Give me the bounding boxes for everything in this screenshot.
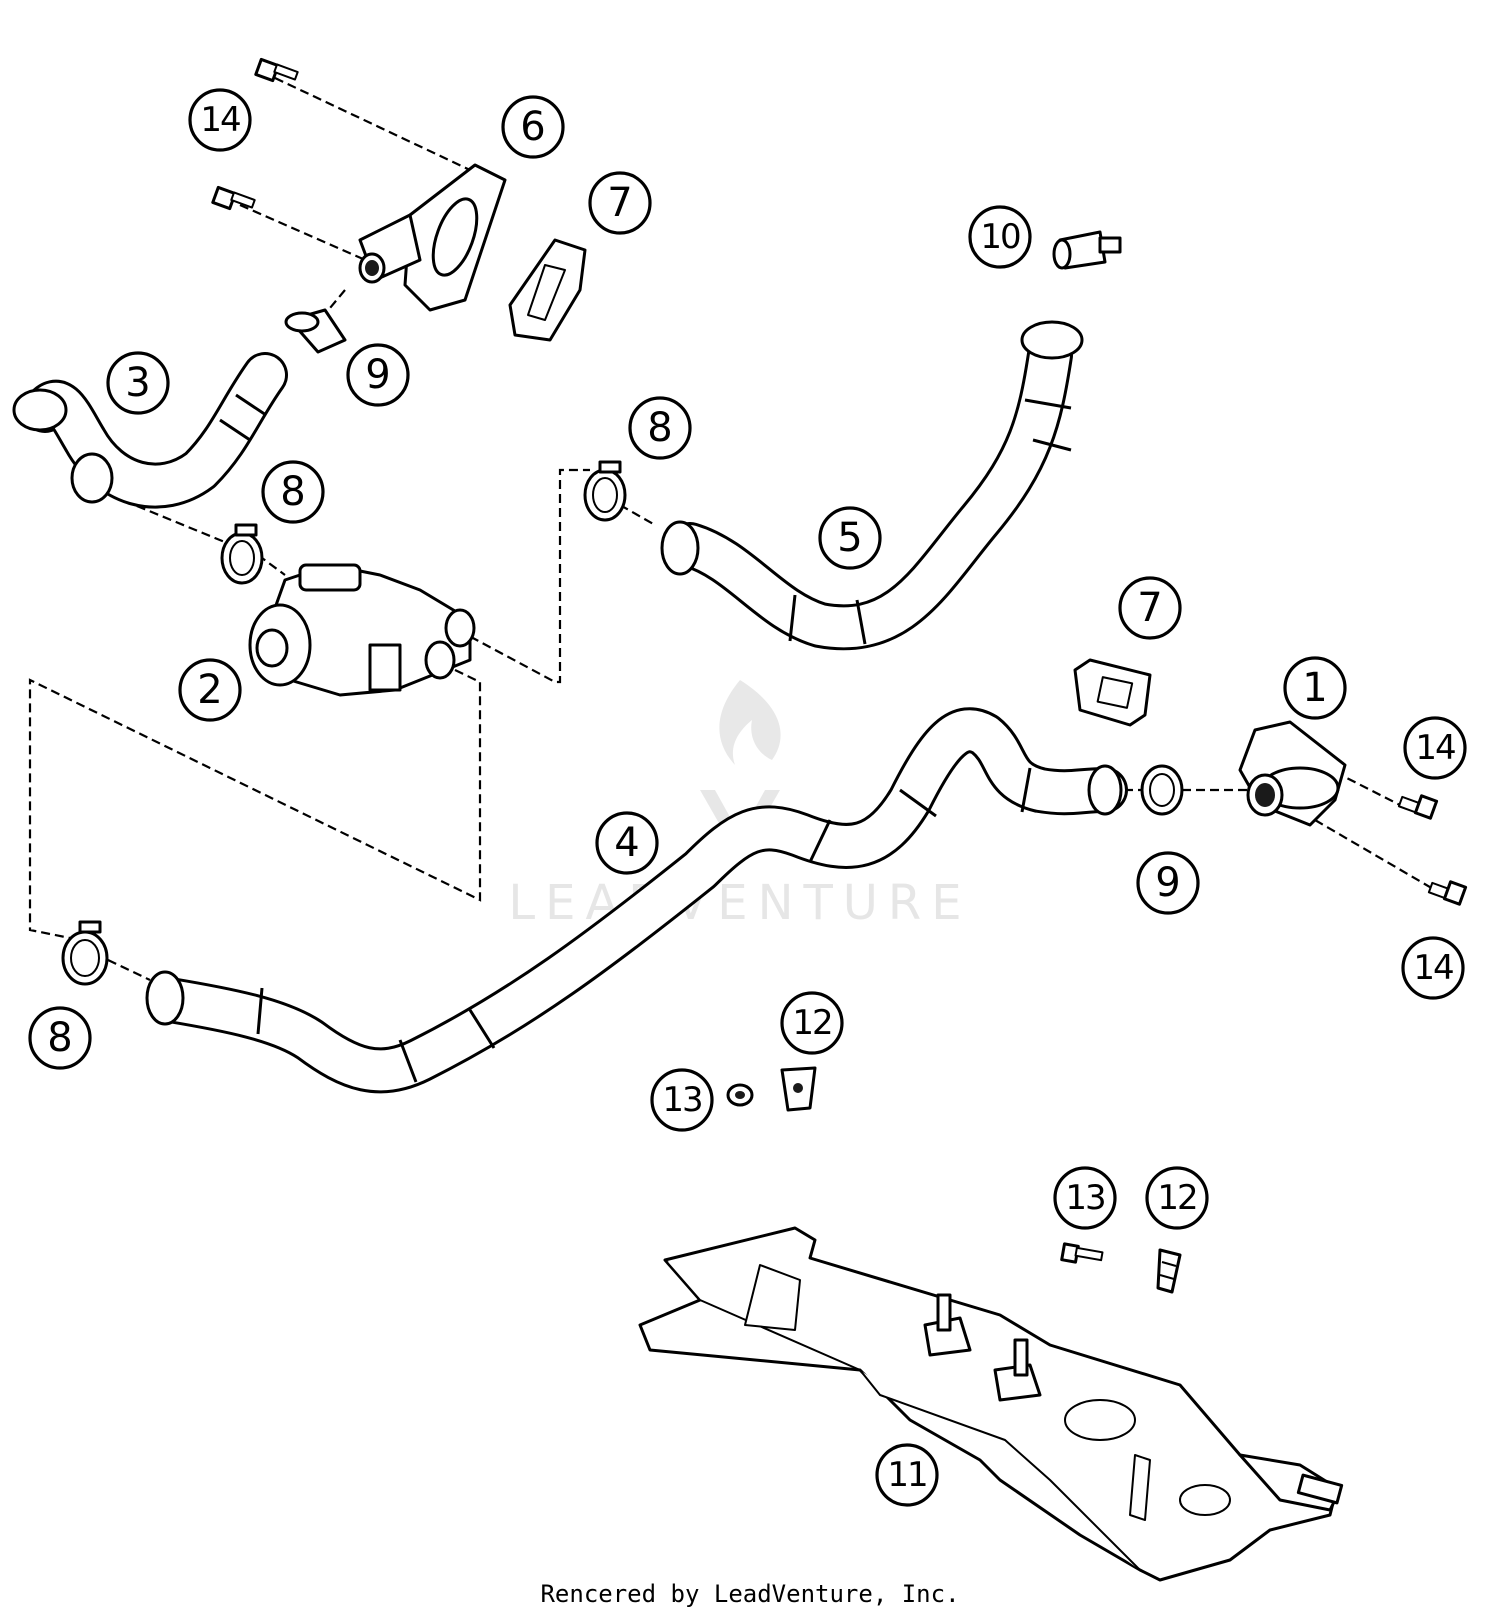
footer-credit: Rencered by LeadVenture, Inc. <box>540 1580 960 1608</box>
hose-clamp-10 <box>1052 230 1122 270</box>
callout-8-center-label: 8 <box>647 405 672 451</box>
callout-13-right-label: 13 <box>1065 1178 1104 1218</box>
callout-12-right: 12 <box>1145 1166 1209 1230</box>
gasket-7-top <box>508 238 587 342</box>
callout-10: 10 <box>968 205 1032 269</box>
hose-5 <box>660 320 1084 651</box>
callout-11-label: 11 <box>887 1455 926 1495</box>
callout-7-top-label: 7 <box>607 180 632 226</box>
callout-8-lower-left: 8 <box>28 1006 92 1070</box>
callout-13-center-label: 13 <box>662 1080 701 1120</box>
hose-clamp-8a <box>220 523 264 585</box>
bolt-14c <box>1397 794 1439 820</box>
hose-clamp-8b <box>583 460 627 522</box>
callout-4: 4 <box>595 811 659 875</box>
clip-12a <box>780 1066 817 1112</box>
callout-1: 1 <box>1283 656 1347 720</box>
callout-7-top: 7 <box>588 171 652 235</box>
callout-14-right-lower: 14 <box>1401 936 1465 1000</box>
clip-12b <box>1156 1248 1182 1294</box>
screw-13b <box>1060 1242 1104 1264</box>
callout-2-label: 2 <box>197 667 222 713</box>
nut-13a <box>726 1083 754 1107</box>
valve-housing-2 <box>248 563 476 697</box>
callout-3-label: 3 <box>125 360 150 406</box>
callout-5-label: 5 <box>837 515 862 561</box>
bolt-14a <box>254 57 299 83</box>
callout-10-label: 10 <box>980 217 1020 257</box>
hose-4 <box>145 707 1128 1094</box>
shroud-11 <box>638 1226 1344 1582</box>
callout-7-right: 7 <box>1118 576 1182 640</box>
callout-2: 2 <box>178 658 242 722</box>
callout-3: 3 <box>106 351 170 415</box>
callout-6-label: 6 <box>520 104 545 150</box>
gasket-7-right <box>1073 658 1152 727</box>
callout-9-right-label: 9 <box>1155 860 1180 906</box>
callout-12-center-label: 12 <box>792 1003 831 1043</box>
callout-9-top-label: 9 <box>365 352 390 398</box>
callout-1-label: 1 <box>1302 665 1327 711</box>
callout-7-right-label: 7 <box>1137 585 1162 631</box>
callout-8-upper-left-label: 8 <box>280 469 305 515</box>
bolt-14d <box>1427 880 1468 906</box>
hose-clamp-9a <box>284 308 347 354</box>
callout-9-right: 9 <box>1136 851 1200 915</box>
callout-13-center: 13 <box>650 1068 714 1132</box>
callout-12-right-label: 12 <box>1157 1178 1196 1218</box>
callout-6: 6 <box>501 95 565 159</box>
callout-8-lower-left-label: 8 <box>47 1015 72 1061</box>
callout-4-label: 4 <box>614 820 639 866</box>
watermark-text: LEADVENTURE <box>508 875 972 931</box>
callout-14-top-left: 14 <box>188 88 252 152</box>
hose-3 <box>12 352 288 509</box>
callout-9-top: 9 <box>346 343 410 407</box>
callout-14-top-left-label: 14 <box>200 100 240 140</box>
callout-12-center: 12 <box>780 991 844 1055</box>
housing-1 <box>1238 720 1347 827</box>
callout-14-right-upper-label: 14 <box>1415 728 1455 768</box>
hose-clamp-9b <box>1140 764 1184 816</box>
callout-13-right: 13 <box>1053 1166 1117 1230</box>
callout-11: 11 <box>875 1443 939 1507</box>
callout-14-right-upper: 14 <box>1403 716 1467 780</box>
callout-14-right-lower-label: 14 <box>1413 948 1453 988</box>
callout-8-center: 8 <box>628 396 692 460</box>
hose-clamp-8c <box>61 920 109 986</box>
callout-5: 5 <box>818 506 882 570</box>
bolt-14b <box>211 185 256 211</box>
cover-flange-6 <box>358 163 507 312</box>
callout-8-upper-left: 8 <box>261 460 325 524</box>
